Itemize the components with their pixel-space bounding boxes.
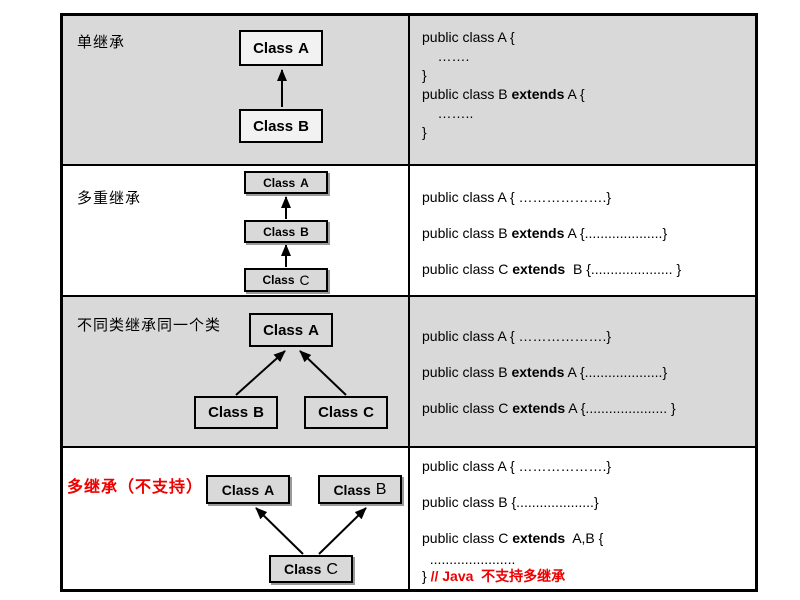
class-box-letter: A: [300, 175, 309, 190]
code-line: public class A { ……………….}: [422, 188, 755, 207]
code-line: }: [422, 123, 755, 142]
code-segment: }: [422, 67, 427, 83]
code-segment: extends: [511, 364, 565, 380]
row-label-multiple-inheritance: 多继承（不支持）: [67, 479, 204, 496]
code-segment: public class B: [422, 86, 512, 102]
cell-code-hierarchical-inheritance: public class A { ……………….} public class B …: [409, 296, 756, 447]
class-box-label: Class: [263, 321, 304, 339]
class-box-b: Class B: [244, 220, 328, 243]
code-segment: …….: [422, 48, 470, 64]
code-segment: B {..................... }: [565, 261, 682, 277]
code-segment: extends: [511, 86, 565, 102]
class-box-label: Class: [262, 273, 295, 287]
class-box-c: Class C: [244, 268, 328, 292]
code-line: ……..: [422, 104, 755, 123]
class-box-letter: B: [375, 480, 387, 498]
inheritance-arrow: [255, 507, 367, 555]
class-box-label: Class: [284, 561, 322, 577]
code-segment: public class C: [422, 261, 513, 277]
code-line: }: [422, 66, 755, 85]
code-line: ......................: [422, 550, 755, 569]
class-box-label: Class: [318, 404, 359, 421]
code-line: public class C extends B {..............…: [422, 260, 755, 279]
code-line: public class B {....................}: [422, 493, 755, 512]
class-box-letter: C: [299, 272, 310, 288]
code-segment: A {..................... }: [565, 400, 676, 416]
code-segment: extends: [511, 225, 565, 241]
code-segment: A {....................}: [564, 364, 668, 380]
code-line: public class B extends A {..............…: [422, 224, 755, 243]
code-segment: }: [422, 124, 427, 140]
row-label-single-inheritance: 单继承: [77, 34, 126, 51]
code-segment: public class A {: [422, 29, 515, 45]
code-line: public class A { ……………….}: [422, 457, 755, 476]
code-line: public class A {: [422, 28, 755, 47]
class-box-label: Class: [221, 481, 260, 498]
class-box-label: Class: [263, 175, 296, 190]
code-segment: A {: [564, 86, 585, 102]
class-box-letter: C: [363, 404, 374, 421]
code-segment: public class C: [422, 530, 513, 546]
class-box-label: Class: [253, 39, 294, 57]
class-box-letter: B: [253, 404, 264, 421]
code-segment: A,B {: [565, 530, 604, 546]
code-segment: public class A { ……………….}: [422, 328, 612, 344]
code-segment: public class B: [422, 364, 512, 380]
code-segment: extends: [512, 530, 566, 546]
code-line: public class C extends A,B {: [422, 529, 755, 548]
code-line: public class C extends A {..............…: [422, 399, 755, 418]
code-segment: public class A { ……………….}: [422, 189, 612, 205]
class-box-label: Class: [208, 404, 249, 421]
class-box-letter: A: [308, 321, 319, 339]
class-box-label: Class: [333, 481, 371, 498]
code-segment: }: [422, 568, 431, 584]
class-box-a: Class A: [244, 171, 328, 194]
class-box-letter: A: [298, 39, 309, 57]
code-segment: public class C: [422, 400, 513, 416]
code-line: } // Java 不支持多继承: [422, 567, 755, 586]
row-label-multilevel-inheritance: 多重继承: [77, 190, 142, 207]
code-segment: A {....................}: [564, 225, 668, 241]
class-box-letter: A: [264, 481, 275, 498]
code-segment: public class B {....................}: [422, 494, 599, 510]
class-box-letter: B: [300, 224, 309, 239]
code-segment: extends: [512, 400, 566, 416]
cell-code-multiple-inheritance: public class A { ……………….} public class B …: [409, 447, 756, 590]
code-line: public class B extends A {..............…: [422, 363, 755, 382]
code-segment: ......................: [422, 551, 516, 567]
cell-code-multilevel-inheritance: public class A { ……………….} public class B …: [409, 165, 756, 296]
code-line: …….: [422, 47, 755, 66]
class-box-letter: C: [326, 559, 338, 578]
code-segment: ……..: [422, 105, 474, 121]
class-box-label: Class: [253, 117, 294, 135]
class-box-label: Class: [263, 224, 296, 239]
code-segment: // Java 不支持多继承: [430, 568, 566, 584]
code-segment: public class A { ……………….}: [422, 458, 612, 474]
class-box-letter: B: [298, 117, 309, 135]
inheritance-arrow: [281, 196, 291, 267]
code-segment: public class B: [422, 225, 512, 241]
code-line: public class A { ……………….}: [422, 327, 755, 346]
code-line: public class B extends A {: [422, 85, 755, 104]
cell-code-single-inheritance: public class A { …….} public class B exte…: [409, 15, 756, 165]
code-segment: extends: [512, 261, 566, 277]
row-label-hierarchical-inheritance: 不同类继承同一个类: [77, 317, 222, 334]
